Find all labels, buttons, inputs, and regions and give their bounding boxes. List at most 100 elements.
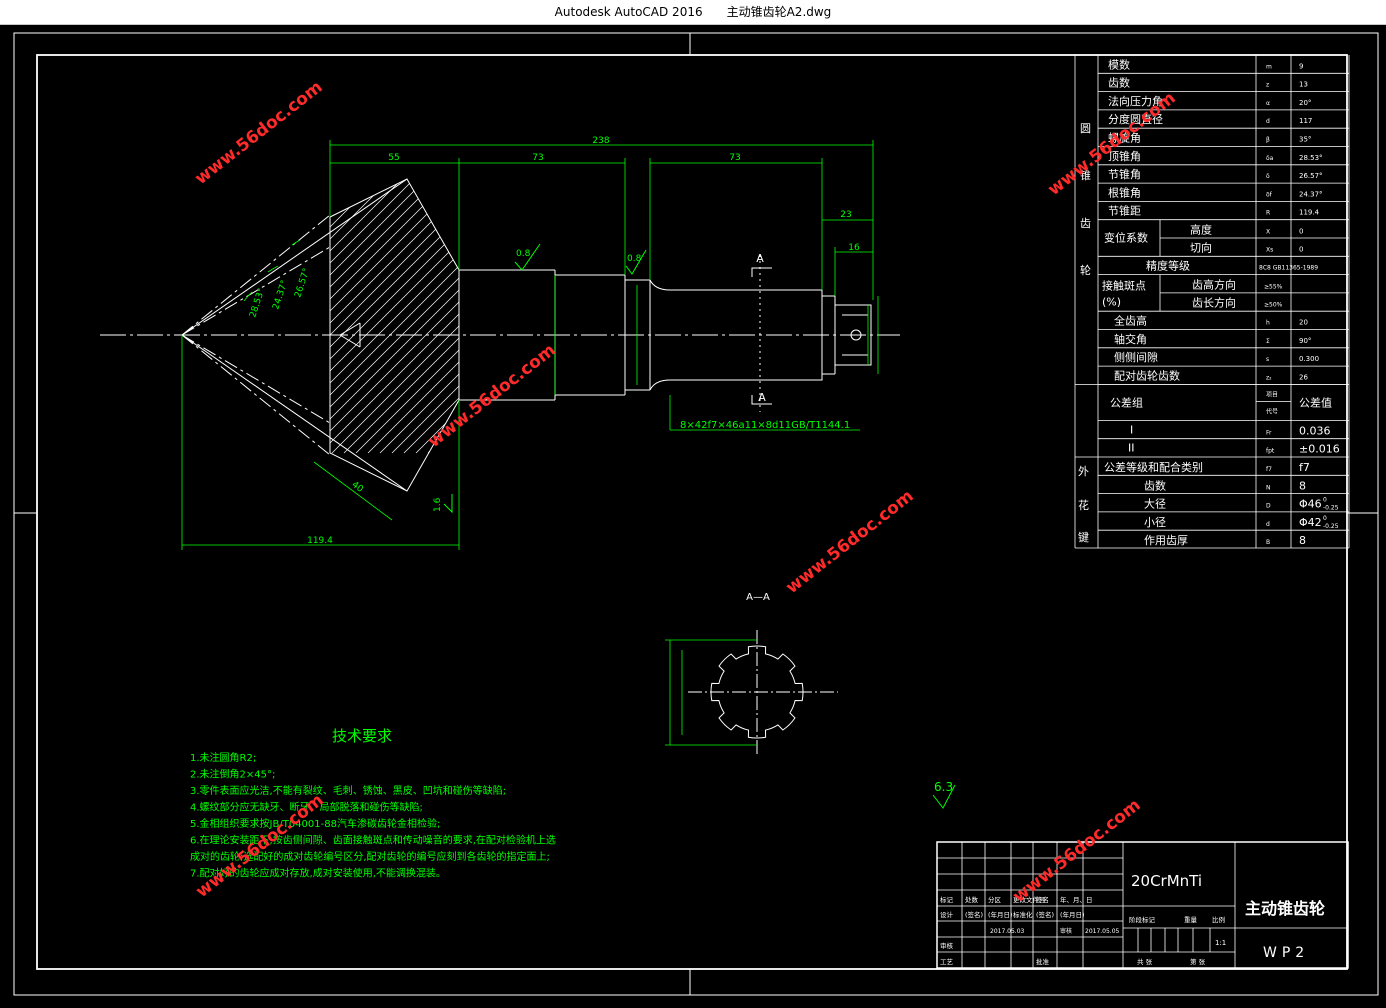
section-mark-top: A xyxy=(756,252,764,265)
tol-row2-name: II xyxy=(1128,442,1135,455)
drawing-canvas[interactable]: A A 238 55 73 73 23 16 1 xyxy=(0,24,1386,1004)
roughness-3: 1.6 xyxy=(433,497,443,512)
shift-sym1: X xyxy=(1266,229,1270,236)
tb-row2: (签名) xyxy=(1036,910,1054,919)
watermark-text: www.56doc.com xyxy=(424,340,559,452)
spline-param-name: 小径 xyxy=(1144,516,1166,529)
param-symbol: h xyxy=(1266,320,1270,327)
param-value: 26.57° xyxy=(1299,172,1323,180)
tech-line: 5.金相组织要求按JB/T04001-88汽车渗碳齿轮金相检验; xyxy=(190,817,440,830)
tol-row2-val: ±0.016 xyxy=(1299,443,1340,456)
dim-16: 16 xyxy=(848,243,860,253)
tol-row2-sym: fpt xyxy=(1266,448,1275,455)
param-symbol: α xyxy=(1266,100,1270,107)
spline-note: 8×42f7×46a11×8d11GB/T1144.1 xyxy=(680,420,850,431)
gear-hatch xyxy=(330,179,459,454)
precision-value: 8C8 GB11365-1989 xyxy=(1259,264,1318,271)
section-aa-dims xyxy=(665,639,757,746)
tb-head: 处数 xyxy=(965,895,979,904)
spline-param-sym: N xyxy=(1266,484,1271,491)
shift-val2: 0 xyxy=(1299,246,1303,254)
drawing-code: WP2 xyxy=(1263,945,1309,961)
param-name: 节锥角 xyxy=(1108,168,1141,181)
contact-unit: (%) xyxy=(1102,296,1121,309)
spline-param-name: 齿数 xyxy=(1144,479,1166,492)
tech-line: 4.螺纹部分应无缺牙、断牙、局部脱落和碰伤等缺陷; xyxy=(190,801,423,814)
angle-3: 28.53° xyxy=(248,287,267,319)
section-aa-label: A—A xyxy=(746,592,770,603)
part-name: 主动锥齿轮 xyxy=(1245,899,1325,918)
shift-sub2: 切向 xyxy=(1190,241,1212,255)
tb-process: 工艺 xyxy=(940,958,954,966)
param-name: 节锥距 xyxy=(1108,205,1141,218)
shift-name: 变位系数 xyxy=(1104,231,1148,245)
side-label-spline: 花 xyxy=(1078,499,1089,512)
spline-param-val: Φ42 xyxy=(1299,516,1322,529)
param-value: 90° xyxy=(1299,337,1311,345)
tol-row1-name: I xyxy=(1130,423,1133,436)
angle-1: 26.57° xyxy=(293,267,312,299)
param-symbol: z xyxy=(1266,82,1269,89)
section-aa-view[interactable] xyxy=(688,630,838,755)
param-name: 顶锥角 xyxy=(1108,150,1141,163)
spline-tol-sup: 0 xyxy=(1323,515,1327,522)
param-symbol: β xyxy=(1266,137,1270,144)
gear-main-view[interactable] xyxy=(100,178,900,492)
dim-40: 40 xyxy=(350,480,365,495)
param-symbol: δf xyxy=(1266,191,1273,198)
spline-param-val: Φ46 xyxy=(1299,498,1322,511)
tol-value-head: 公差值 xyxy=(1299,395,1332,409)
tb-head: 更改文件号 xyxy=(1013,895,1046,904)
spline-param-name: 大径 xyxy=(1144,497,1166,511)
tol-code: 代号 xyxy=(1266,407,1278,415)
dim-73a: 73 xyxy=(532,153,543,163)
tb-head: 签名 xyxy=(1036,895,1049,904)
title-block[interactable]: 20CrMnTi主动锥齿轮WP21:1标记处数分区更改文件号签名年、月、日设计(… xyxy=(936,841,1349,969)
param-name: 全齿高 xyxy=(1114,314,1147,328)
param-symbol: s xyxy=(1266,356,1269,363)
spline-tol-sub: -0.25 xyxy=(1323,505,1339,512)
param-name: 轴交角 xyxy=(1114,332,1147,346)
shift-sym2: Xs xyxy=(1266,247,1273,254)
param-name: 法向压力角 xyxy=(1108,94,1163,108)
tb-row2: (年月日) xyxy=(988,910,1013,919)
angle-2: 24.37° xyxy=(271,279,290,311)
tb-date2: 2017.05.05 xyxy=(1085,928,1120,935)
tol-row1-val: 0.036 xyxy=(1299,424,1331,437)
tol-item: 项目 xyxy=(1266,391,1278,398)
tb-row2: (年月日) xyxy=(1060,910,1085,919)
contact-name: 接触斑点 xyxy=(1102,279,1146,293)
side-label-spline: 外 xyxy=(1078,465,1089,478)
roughness-general: 6.3 xyxy=(934,780,953,794)
dimensions xyxy=(181,140,879,550)
tol-name: 公差组 xyxy=(1110,395,1143,409)
side-label-gear: 圆 xyxy=(1080,122,1091,135)
param-name: 模数 xyxy=(1108,58,1130,71)
tb-head: 分区 xyxy=(988,895,1002,904)
tech-requirements: 1.未注圆角R2;2.未注倒角2×45°;3.零件表面应光洁,不能有裂纹、毛刺、… xyxy=(190,751,556,880)
tb-approve: 批准 xyxy=(1036,957,1050,966)
tb-scale-label: 比例 xyxy=(1212,915,1225,924)
param-name: 根锥角 xyxy=(1108,185,1141,199)
param-name: 分度圆直径 xyxy=(1108,112,1163,126)
shift-sub1: 高度 xyxy=(1190,223,1212,237)
tb-sheets: 共 张 xyxy=(1137,957,1153,966)
side-label-gear: 锥 xyxy=(1080,169,1091,182)
spline-param-sym: f7 xyxy=(1266,466,1272,473)
tb-row2: 设计 xyxy=(940,910,954,919)
watermark-text: www.56doc.com xyxy=(191,77,326,189)
spline-param-name: 作用齿厚 xyxy=(1144,534,1188,547)
dim-55: 55 xyxy=(388,153,399,163)
spline-param-val: f7 xyxy=(1299,461,1310,474)
app-name: Autodesk AutoCAD 2016 xyxy=(554,5,703,19)
tb-review: 审核 xyxy=(1060,927,1072,935)
watermark-text: www.56doc.com xyxy=(782,486,917,598)
side-label-gear: 轮 xyxy=(1080,263,1091,277)
tech-line: 成对的齿轮;选配好的成对齿轮编号区分,配对齿轮的编号应刻到各齿轮的指定面上; xyxy=(190,850,550,863)
param-value: 9 xyxy=(1299,62,1303,70)
tb-row2: 标准化 xyxy=(1013,910,1033,919)
spline-tol-sup: 0 xyxy=(1323,497,1327,504)
